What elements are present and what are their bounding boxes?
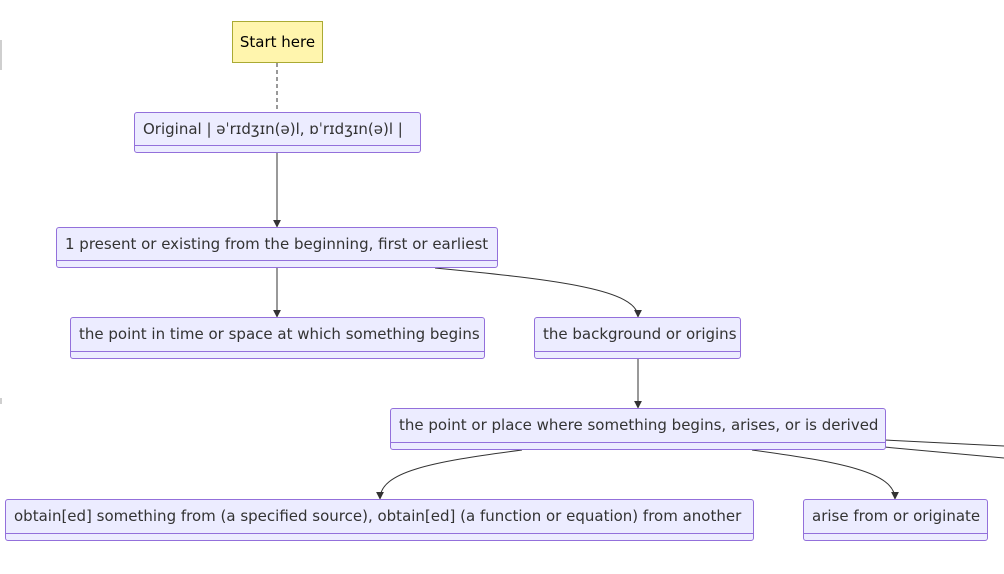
edge-point-place-offscreen-2 [883, 446, 1004, 459]
start-note[interactable]: Start here [232, 21, 323, 63]
node-point-or-place[interactable]: the point or place where something begin… [390, 408, 886, 450]
node-original[interactable]: Original | əˈrɪdʒɪn(ə)l, ɒˈrɪdʒɪn(ə)l | [134, 112, 421, 153]
edge-point-place-to-arise [751, 449, 899, 500]
clipped-node-edge [0, 40, 2, 70]
clipped-node-edge [0, 398, 2, 404]
node-obtain-from-source[interactable]: obtain[ed] something from (a specified s… [5, 499, 754, 541]
node-point-in-time[interactable]: the point in time or space at which some… [70, 317, 485, 359]
edge-present-to-background [434, 267, 642, 318]
node-arise-from[interactable]: arise from or originate [803, 499, 988, 541]
edge-point-place-to-obtain [376, 449, 523, 500]
node-background-origins[interactable]: the background or origins [534, 317, 741, 359]
node-present-from-beginning[interactable]: 1 present or existing from the beginning… [56, 227, 498, 268]
edge-point-place-offscreen-1 [883, 439, 1004, 447]
